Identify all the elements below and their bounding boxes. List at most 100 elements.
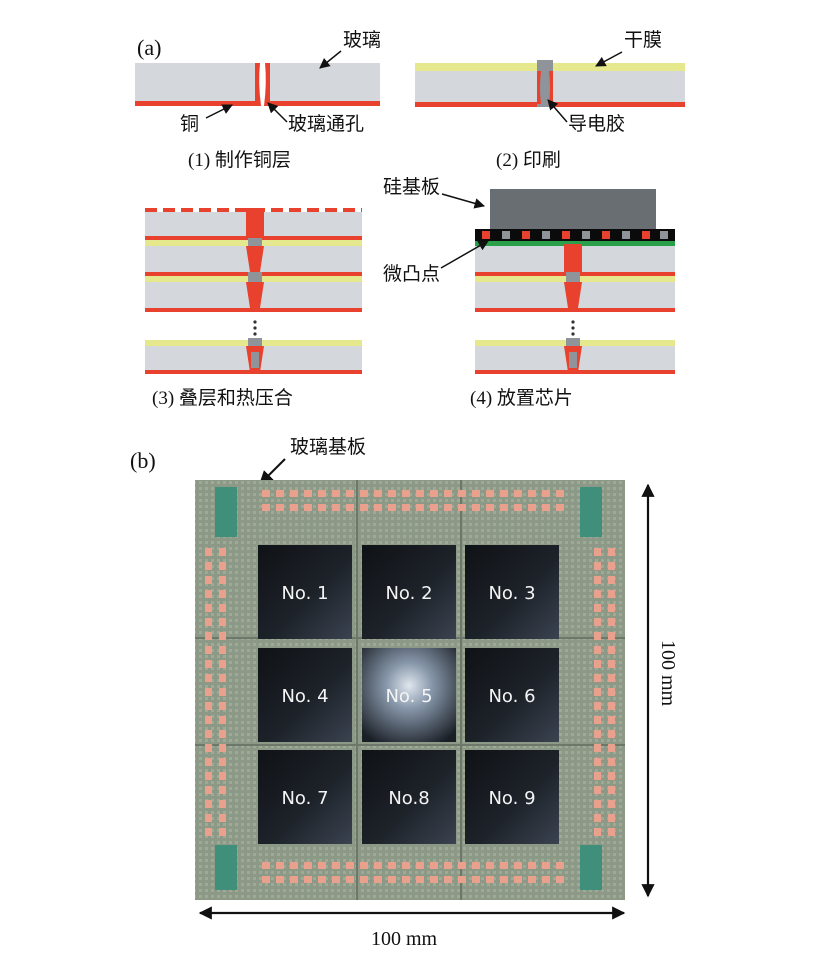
panel-a-label: (a) [137,35,161,60]
copper-pad [304,490,312,497]
copper-pad [332,504,340,511]
copper-pad [458,862,466,869]
copper-pad [608,814,615,822]
copper-pad [556,862,564,869]
copper-pad [594,548,601,556]
copper-pad [205,688,212,696]
copper-pad [374,862,382,869]
copper-pad [219,562,226,570]
copper-pad [430,504,438,511]
copper-pad [290,490,298,497]
copper-pad [290,862,298,869]
copper-pad [594,562,601,570]
copper-pad [608,618,615,626]
copper-pad [500,504,508,511]
copper-pad [608,758,615,766]
copper-pad [608,800,615,808]
copper-pad [444,876,452,883]
chip-die [465,750,559,844]
copper-pad [608,646,615,654]
paste-label: 导电胶 [568,113,625,135]
copper-pad [608,548,615,556]
copper-pad [262,504,270,511]
silicon-arrow [441,193,486,209]
copper-pad [608,688,615,696]
copper-pad [205,590,212,598]
copper-pad [346,490,354,497]
tgv-arrow [267,102,288,123]
silicon-label: 硅基板 [383,176,440,198]
copper-pad [262,862,270,869]
chip-die [362,648,456,742]
copper-pad [205,716,212,724]
copper-pad [332,490,340,497]
microbump-label: 微凸点 [383,263,440,285]
copper-pad [430,876,438,883]
step4-caption: (4) 放置芯片 [470,387,573,409]
panel-b-label: (b) [130,448,156,473]
copper-pad [290,504,298,511]
copper-pad [262,876,270,883]
copper-pad [486,876,494,883]
copper-pad [205,576,212,584]
copper-pad [360,490,368,497]
copper-arrow [205,104,233,119]
copper-pad [608,744,615,752]
copper-pad [444,504,452,511]
copper-pad [444,862,452,869]
copper-pad [205,730,212,738]
copper-pad [594,646,601,654]
copper-pad [594,758,601,766]
microbump-arrow [440,240,489,269]
copper-pad [594,576,601,584]
chip-label: No.8 [388,788,429,809]
chip-8: No.8 [362,750,456,844]
copper-pad [458,504,466,511]
copper-pad [388,504,396,511]
chip-die [258,545,352,639]
copper-pad [219,590,226,598]
copper-pad [594,660,601,668]
copper-pad [608,660,615,668]
copper-pad [205,660,212,668]
copper-pad [430,862,438,869]
copper-pad [219,604,226,612]
copper-pad [402,490,410,497]
substrate-arrow [259,458,286,485]
chip-die [258,750,352,844]
copper-pad [608,730,615,738]
copper-pad [416,504,424,511]
chip-label: No. 3 [488,583,535,604]
copper-pad [458,876,466,883]
copper-pad [594,590,601,598]
chip-die [465,545,559,639]
copper-pad [594,716,601,724]
copper-pad [205,604,212,612]
corner-marks [215,487,602,890]
copper-pad [402,504,410,511]
copper-pad [416,490,424,497]
copper-pad [276,504,284,511]
copper-pad [542,490,550,497]
copper-pad [205,632,212,640]
copper-pad [219,716,226,724]
copper-pad [594,618,601,626]
copper-pad [205,646,212,654]
copper-pad [416,862,424,869]
copper-pad [402,876,410,883]
copper-pad [608,702,615,710]
copper-pad [430,490,438,497]
copper-pad [594,604,601,612]
chip-label: No. 1 [281,583,328,604]
chip-label: No. 7 [281,788,328,809]
copper-pad [219,814,226,822]
copper-pad [594,730,601,738]
glass-arrow [319,50,342,69]
copper-pad [594,772,601,780]
copper-pad [374,504,382,511]
copper-pad [219,758,226,766]
chip-die [362,750,456,844]
copper-pad [514,876,522,883]
copper-pad [346,876,354,883]
